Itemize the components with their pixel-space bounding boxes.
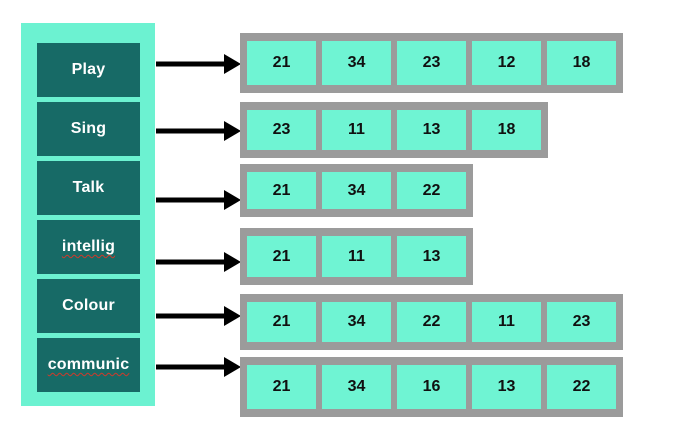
arrow-icon [156, 121, 241, 141]
arrow-icon [156, 54, 241, 74]
label-box-communic: communic [37, 338, 140, 392]
arrow-icon [156, 252, 241, 272]
array-cell: 34 [322, 302, 391, 342]
array-cell: 34 [322, 172, 391, 209]
array-cell: 21 [247, 41, 316, 85]
label-text: intellig [61, 238, 116, 255]
label-box-colour: Colour [37, 279, 140, 333]
array-cell: 16 [397, 365, 466, 409]
array-cell: 21 [247, 236, 316, 277]
label-text: Play [71, 61, 106, 78]
array-cell: 23 [397, 41, 466, 85]
array-cell: 12 [472, 41, 541, 85]
arrow-icon [156, 357, 241, 377]
array-cell: 34 [322, 41, 391, 85]
array-cell: 18 [547, 41, 616, 85]
arrow-icon [156, 190, 241, 210]
label-text: Colour [62, 297, 115, 314]
arrow-icon [156, 306, 241, 326]
label-text: Talk [72, 179, 105, 196]
array-cell: 21 [247, 365, 316, 409]
array-cell: 11 [322, 110, 391, 150]
array-cell: 22 [397, 302, 466, 342]
array-cell: 13 [397, 110, 466, 150]
label-text: Sing [70, 120, 107, 137]
array-cell: 11 [472, 302, 541, 342]
array-cell: 22 [397, 172, 466, 209]
label-box-intellig: intellig [37, 220, 140, 274]
array-cell: 13 [472, 365, 541, 409]
array-cell: 13 [397, 236, 466, 277]
array-cell: 23 [547, 302, 616, 342]
array-cell: 18 [472, 110, 541, 150]
array-cell: 21 [247, 172, 316, 209]
array-cell: 21 [247, 302, 316, 342]
array-cell: 22 [547, 365, 616, 409]
array-cell: 23 [247, 110, 316, 150]
array-cell: 11 [322, 236, 391, 277]
label-box-talk: Talk [37, 161, 140, 215]
label-text: communic [47, 356, 130, 373]
array-cell: 34 [322, 365, 391, 409]
label-box-play: Play [37, 43, 140, 97]
label-box-sing: Sing [37, 102, 140, 156]
